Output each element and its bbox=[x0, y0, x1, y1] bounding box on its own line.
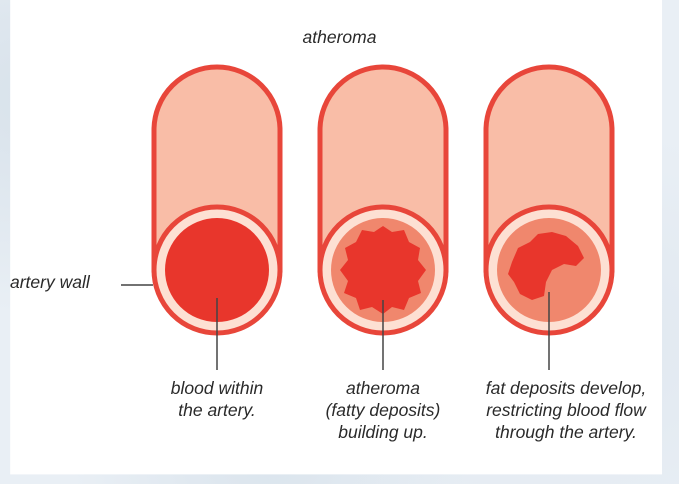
caption-restricted-line-3: through the artery. bbox=[466, 421, 666, 443]
caption-restricted-line-1: fat deposits develop, bbox=[466, 377, 666, 399]
caption-healthy-line-1: blood within bbox=[150, 377, 284, 399]
artery-wall-label: artery wall bbox=[10, 272, 90, 293]
caption-healthy: blood within the artery. bbox=[150, 377, 284, 421]
diagram-title: atheroma bbox=[0, 27, 679, 48]
caption-atheroma: atheroma (fatty deposits) building up. bbox=[305, 377, 461, 443]
caption-restricted-line-2: restricting blood flow bbox=[466, 399, 666, 421]
caption-healthy-line-2: the artery. bbox=[150, 399, 284, 421]
caption-atheroma-line-2: (fatty deposits) bbox=[305, 399, 461, 421]
caption-atheroma-line-3: building up. bbox=[305, 421, 461, 443]
caption-restricted: fat deposits develop, restricting blood … bbox=[466, 377, 666, 443]
artery-restricted bbox=[486, 67, 612, 370]
artery-healthy bbox=[154, 67, 280, 370]
artery-atheroma bbox=[320, 67, 446, 370]
caption-atheroma-line-1: atheroma bbox=[305, 377, 461, 399]
